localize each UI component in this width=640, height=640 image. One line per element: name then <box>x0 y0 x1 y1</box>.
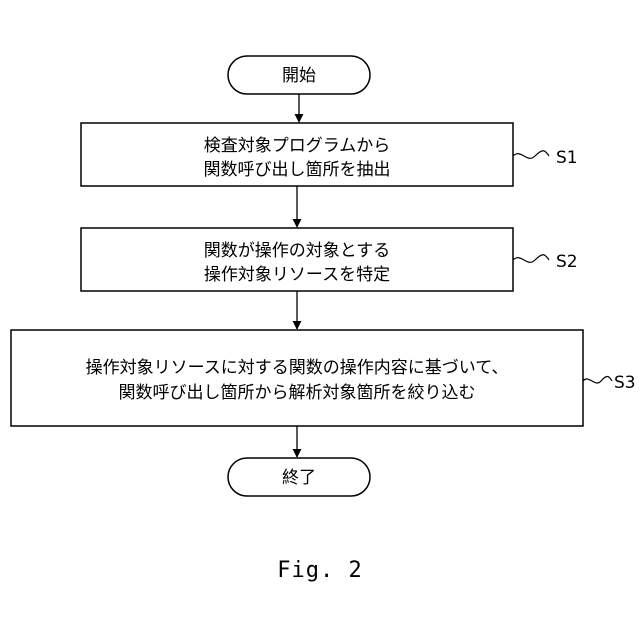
process-box-s3: 操作対象リソースに対する関数の操作内容に基づいて、 関数呼び出し箇所から解析対象… <box>11 330 583 426</box>
s3-line-2: 関数呼び出し箇所から解析対象箇所を絞り込む <box>119 383 476 403</box>
process-box-s1: 検査対象プログラムから 関数呼び出し箇所を抽出 <box>81 123 513 186</box>
process-box-s2: 関数が操作の対象とする 操作対象リソースを特定 <box>81 228 513 291</box>
end-terminal: 終了 <box>228 458 370 496</box>
s1-line-2: 関数呼び出し箇所を抽出 <box>204 160 391 180</box>
s2-line-2: 操作対象リソースを特定 <box>204 265 390 285</box>
start-label: 開始 <box>282 66 316 86</box>
s2-line-1: 関数が操作の対象とする <box>204 241 391 261</box>
step-label-s2: S2 <box>556 252 578 272</box>
end-label: 終了 <box>282 468 316 488</box>
figure-caption: Fig. 2 <box>0 558 640 583</box>
step-label-s3: S3 <box>614 373 636 393</box>
s3-leader-line <box>583 376 612 383</box>
step-label-s1: S1 <box>556 148 578 168</box>
s2-leader-line <box>513 255 549 263</box>
s1-leader-line <box>513 151 549 159</box>
s1-line-1: 検査対象プログラムから <box>204 136 391 156</box>
start-terminal: 開始 <box>228 56 370 94</box>
s3-line-1: 操作対象リソースに対する関数の操作内容に基づいて、 <box>86 358 509 378</box>
